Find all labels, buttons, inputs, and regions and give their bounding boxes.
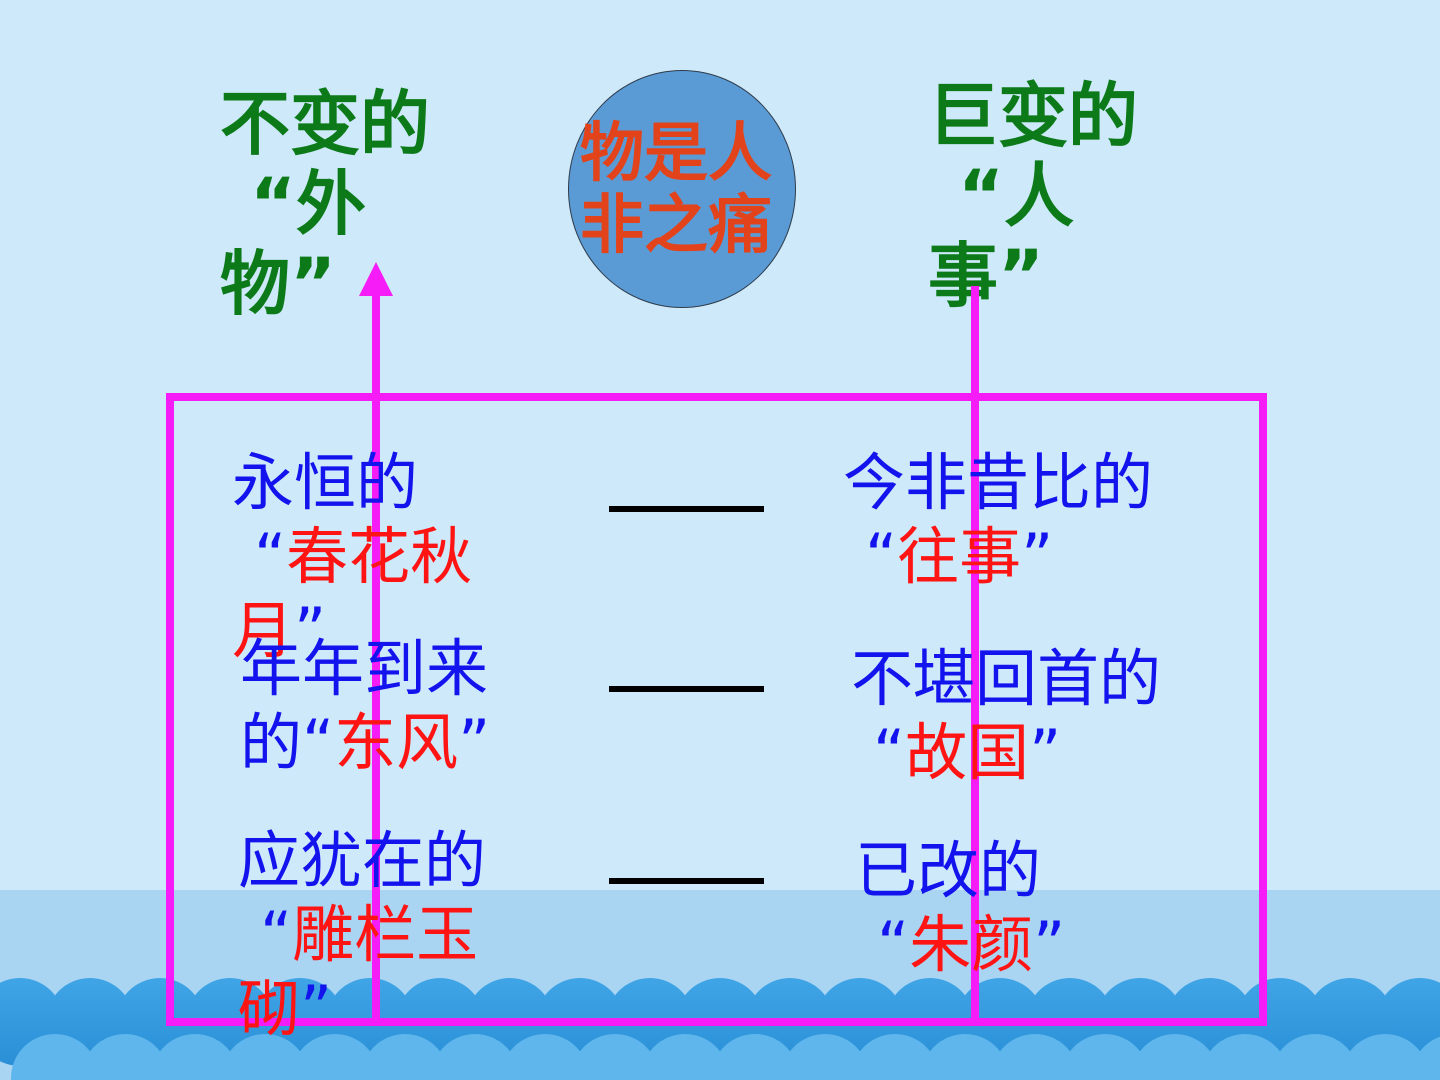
left-item-2-prefix: 年年到来的 <box>240 632 489 779</box>
right-title-line1: 巨变的 <box>928 75 1138 157</box>
left-item-2-highlight: 东风 <box>334 706 459 779</box>
wave-arc <box>571 1034 659 1080</box>
circle-line2: 非之痛 <box>580 189 772 263</box>
wave-decoration <box>0 978 1440 1080</box>
right-item-1: 今非昔比的 “往事” <box>843 446 1183 594</box>
center-circle-text: 物是人 非之痛 <box>580 118 780 262</box>
separator-3: —— <box>609 878 764 884</box>
left-item-2-open-quote: “ <box>302 706 335 779</box>
right-item-3-close-quote: ” <box>1033 908 1066 981</box>
separator-1: —— <box>609 506 764 512</box>
center-circle <box>568 70 796 308</box>
wave-arc <box>1341 1034 1429 1080</box>
right-item-1-close-quote: ” <box>1021 520 1054 593</box>
left-arrow-line <box>372 290 380 1020</box>
right-title: 巨变的 “人 事” <box>928 76 1138 316</box>
left-item-1-prefix: 永恒的 <box>232 446 419 519</box>
wave-arc <box>1131 1034 1219 1080</box>
right-item-2-prefix: 不堪回首的 <box>851 642 1162 715</box>
right-item-1-highlight: 往事 <box>897 520 1022 593</box>
right-item-2-highlight: 故国 <box>905 716 1030 789</box>
separator-2: —— <box>609 686 764 692</box>
wave-arc <box>361 1034 449 1080</box>
right-item-1-open-quote: “ <box>865 520 898 593</box>
right-title-line2: “人 <box>958 155 1075 237</box>
wave-arc <box>291 1034 379 1080</box>
left-title: 不变的 “外 物” <box>220 84 430 324</box>
wave-arc <box>1201 1034 1289 1080</box>
left-item-3-open-quote: “ <box>260 898 293 971</box>
wave-arc <box>921 1034 1009 1080</box>
wave-arc <box>151 1034 239 1080</box>
wave-arc <box>1061 1034 1149 1080</box>
right-item-2: 不堪回首的 “故国” <box>851 642 1191 790</box>
wave-arc <box>711 1034 799 1080</box>
left-item-3-close-quote: ” <box>300 972 333 1045</box>
wave-arc <box>81 1034 169 1080</box>
wave-arc <box>1411 1036 1440 1080</box>
left-arrow-head-icon <box>359 262 393 296</box>
right-item-3: 已改的 “朱颜” <box>855 834 1195 982</box>
right-item-3-open-quote: “ <box>877 908 910 981</box>
wave-arc <box>431 1034 519 1080</box>
left-item-1: 永恒的 “春花秋月” <box>232 446 492 668</box>
wave-arc <box>501 1034 589 1080</box>
wave-arc <box>221 1034 309 1080</box>
wave-arc <box>641 1034 729 1080</box>
right-item-2-open-quote: “ <box>873 716 906 789</box>
circle-line1: 物是人 <box>580 117 772 191</box>
magenta-frame <box>166 393 1267 1026</box>
wave-arc <box>1271 1034 1359 1080</box>
right-item-1-prefix: 今非昔比的 <box>843 446 1154 519</box>
right-item-3-highlight: 朱颜 <box>909 908 1034 981</box>
wave-arc <box>851 1034 939 1080</box>
wave-arc <box>991 1034 1079 1080</box>
right-title-line3: 事” <box>928 235 1045 317</box>
right-item-3-prefix: 已改的 <box>855 834 1042 907</box>
left-item-1-close-quote: ” <box>294 594 327 667</box>
wave-arc <box>781 1034 869 1080</box>
right-arrow-line <box>971 286 979 1020</box>
left-item-2-close-quote: ” <box>458 706 491 779</box>
right-item-2-close-quote: ” <box>1029 716 1062 789</box>
left-item-1-highlight: 春花秋月 <box>232 520 473 667</box>
left-item-3-highlight: 雕栏玉砌 <box>238 898 479 1045</box>
left-item-1-open-quote: “ <box>254 520 287 593</box>
left-title-line3: 物” <box>220 243 337 325</box>
left-title-line2: “外 <box>250 163 367 245</box>
left-item-3-prefix: 应犹在的 <box>238 824 487 897</box>
wave-arc <box>11 1034 99 1080</box>
left-item-2: 年年到来的“东风” <box>240 632 502 780</box>
left-item-3: 应犹在的 “雕栏玉砌” <box>238 824 500 1046</box>
left-title-line1: 不变的 <box>220 83 430 165</box>
